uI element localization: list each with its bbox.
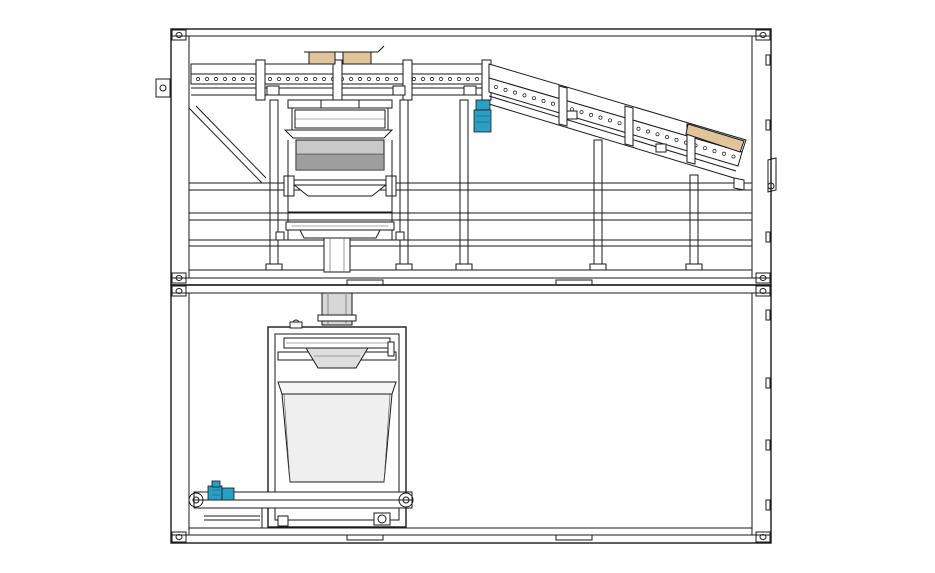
roller xyxy=(448,77,452,81)
conveyor-drive-motor xyxy=(473,99,492,133)
roller xyxy=(250,77,254,81)
upper-hopper-station xyxy=(275,99,405,273)
roller xyxy=(430,77,434,81)
side-bracket xyxy=(155,78,171,98)
roller xyxy=(655,132,660,137)
roller xyxy=(579,110,584,115)
corner-casting xyxy=(755,29,771,41)
roller xyxy=(532,96,536,101)
roller xyxy=(457,77,461,81)
roller xyxy=(358,77,362,81)
roller xyxy=(589,112,593,117)
roller xyxy=(412,77,416,81)
roller xyxy=(223,77,227,81)
inclined-conveyor xyxy=(488,63,777,193)
roller xyxy=(313,77,317,81)
roller xyxy=(665,135,669,140)
horizontal-conveyor xyxy=(190,45,492,101)
roller xyxy=(503,87,508,92)
roller xyxy=(551,101,555,106)
roller xyxy=(522,93,527,98)
discharge-drive-motor xyxy=(207,480,235,501)
discharge-conveyor xyxy=(188,491,414,529)
roller xyxy=(731,154,736,159)
corner-casting xyxy=(171,531,187,543)
corner-casting xyxy=(755,285,771,297)
carton-box xyxy=(342,51,372,65)
roller xyxy=(646,129,650,134)
roller xyxy=(349,77,353,81)
roller xyxy=(304,77,308,81)
roller xyxy=(376,77,380,81)
roller xyxy=(268,77,272,81)
roller xyxy=(636,126,641,131)
corner-casting xyxy=(171,272,187,284)
roller xyxy=(286,77,290,81)
roller xyxy=(394,77,398,81)
roller xyxy=(421,77,425,81)
roller xyxy=(241,77,245,81)
roller xyxy=(674,137,679,142)
roller xyxy=(712,149,717,153)
roller xyxy=(570,107,574,112)
roller xyxy=(277,77,281,81)
carton-box xyxy=(308,51,336,65)
roller xyxy=(475,77,479,81)
roller xyxy=(541,98,546,103)
roller xyxy=(617,121,622,126)
roller xyxy=(385,77,389,81)
corner-casting xyxy=(171,29,187,41)
roller xyxy=(439,77,443,81)
lower-container xyxy=(170,279,772,544)
roller xyxy=(598,115,603,120)
carton-box xyxy=(685,123,745,153)
roller xyxy=(214,77,218,81)
roller xyxy=(232,77,236,81)
roller xyxy=(322,77,326,81)
roller xyxy=(608,118,612,123)
roller xyxy=(513,90,517,95)
roller xyxy=(722,151,726,156)
roller xyxy=(466,77,470,81)
corner-casting xyxy=(755,531,771,543)
roller xyxy=(703,146,707,151)
roller xyxy=(205,77,209,81)
roller xyxy=(367,77,371,81)
corner-casting xyxy=(171,285,187,297)
roller xyxy=(196,77,200,81)
roller xyxy=(295,77,299,81)
roller xyxy=(494,85,498,89)
corner-casting xyxy=(755,272,771,284)
